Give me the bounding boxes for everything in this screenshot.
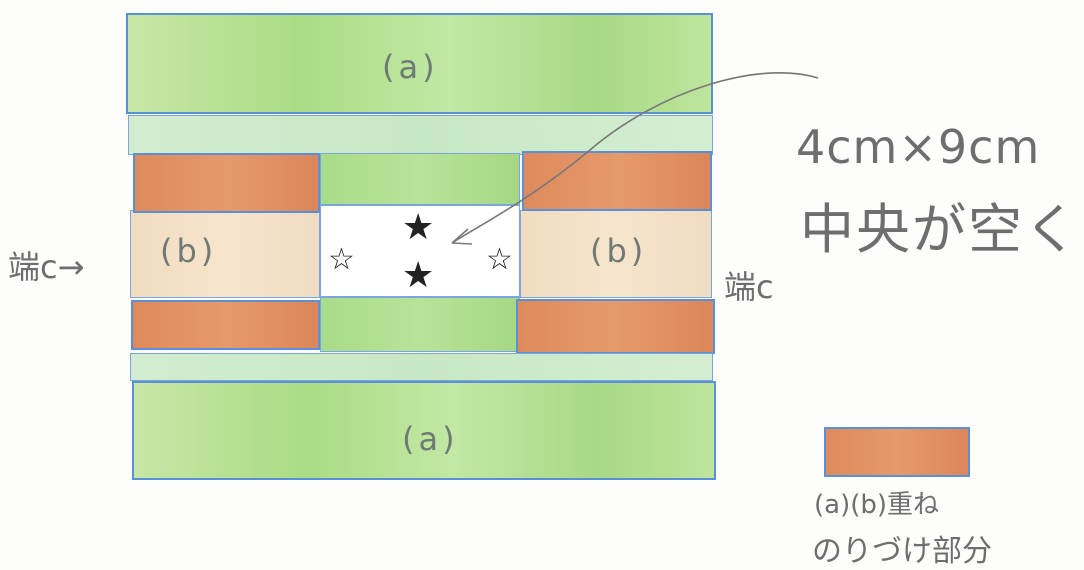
label-a-top: (a) (382, 48, 439, 86)
star-outline-left: ☆ (328, 242, 355, 277)
glue-top-left (133, 153, 320, 213)
glue-top-right (522, 151, 712, 211)
label-b-right: (b) (590, 232, 648, 270)
edge-c-left: 端c→ (8, 248, 85, 286)
band-b-left (130, 210, 320, 298)
annotation-center-open: 中央が空く (800, 198, 1080, 261)
band-a-bottom (132, 381, 716, 480)
edge-c-right: 端c (724, 268, 774, 306)
star-filled-bottom: ★ (402, 255, 435, 296)
star-filled-top: ★ (402, 207, 435, 248)
glue-bottom-left (131, 300, 320, 350)
star-outline-right: ☆ (486, 242, 513, 277)
center-green-top (320, 153, 520, 205)
label-b-left: (b) (160, 232, 218, 270)
center-green-bottom (320, 297, 520, 352)
legend-swatch (824, 427, 970, 477)
band-a-top (126, 13, 713, 114)
center-opening (320, 205, 520, 297)
legend-line2: のりづけ部分 (812, 534, 992, 569)
band-b-right (520, 210, 712, 298)
strip-light-bottom (130, 353, 713, 381)
annotation-size: 4cm×9cm (796, 120, 1041, 174)
legend-line1: (a)(b)重ね (814, 490, 940, 520)
label-a-bottom: (a) (402, 420, 459, 458)
